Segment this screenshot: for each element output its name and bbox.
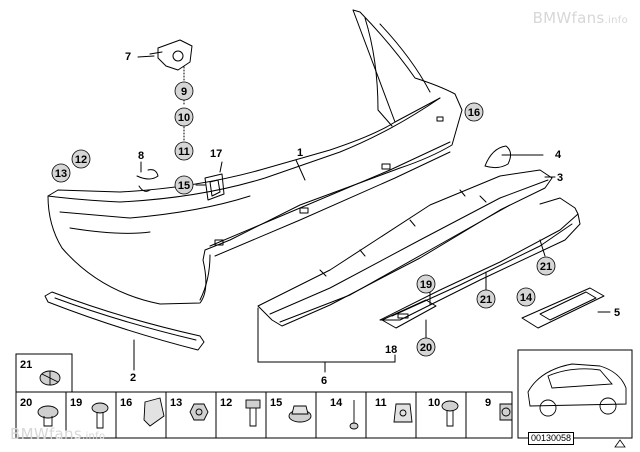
cell-label-20: 20 [20, 397, 32, 409]
callout-13: 13 [55, 168, 67, 180]
hardware-strip [15, 349, 633, 439]
tow-hook-cap-part [484, 145, 512, 169]
callout-8: 8 [138, 150, 144, 162]
callout-19: 19 [420, 279, 432, 291]
car-thumbnail-icon [527, 363, 627, 417]
speed-nut-11-icon [393, 403, 413, 423]
cell-label-13: 13 [170, 397, 182, 409]
watermark-suffix-bottom: .info [81, 431, 106, 442]
callout-9: 9 [181, 86, 187, 98]
callout-18: 18 [385, 344, 397, 356]
callout-21-upper: 21 [540, 261, 552, 273]
callout-16: 16 [468, 107, 480, 119]
callout-10: 10 [178, 112, 190, 124]
callout-20: 20 [420, 342, 432, 354]
callout-15: 15 [178, 180, 190, 192]
cell-label-11: 11 [375, 397, 387, 409]
cell-label-10: 10 [428, 397, 440, 409]
screw-14-icon [349, 400, 359, 430]
callout-6: 6 [321, 375, 327, 387]
rivet-20-icon [37, 405, 59, 427]
washer-screw-10-icon [441, 400, 459, 427]
callout-21-lower: 21 [480, 294, 492, 306]
callout-3: 3 [557, 172, 563, 184]
circled-callouts [51, 81, 556, 357]
rivet-21-icon [39, 370, 61, 386]
bumper-carrier-part [257, 169, 553, 327]
callout-11: 11 [178, 146, 190, 158]
watermark-brand: BMWfans [532, 9, 605, 27]
clip-part [149, 39, 193, 71]
cell-label-12: 12 [220, 397, 232, 409]
screw-19-icon [91, 402, 109, 429]
flange-nut-15-icon [288, 405, 312, 423]
corner-triangle-icon [614, 439, 626, 448]
bumper-cover-part [47, 9, 463, 305]
callout-12: 12 [75, 154, 87, 166]
diagram-code: 00130058 [528, 432, 575, 445]
bolt-12-icon [245, 399, 261, 427]
small-bracket-part [381, 299, 437, 329]
watermark-brand-bottom: BMWfans [10, 425, 82, 443]
hook-part [136, 169, 159, 192]
cell-label-21: 21 [20, 359, 32, 371]
callout-5: 5 [614, 307, 620, 319]
callout-1: 1 [297, 147, 303, 159]
cell-label-19: 19 [70, 397, 82, 409]
callout-4: 4 [555, 149, 562, 161]
cell-label-15: 15 [270, 397, 282, 409]
reflector-part [204, 173, 225, 201]
callout-17: 17 [210, 148, 222, 160]
watermark-suffix: .info [604, 15, 628, 26]
mounting-plate-part [521, 287, 605, 329]
cell-label-9: 9 [485, 397, 491, 409]
watermark-top: BMWfans.info [533, 9, 628, 27]
cell-label-16: 16 [120, 397, 132, 409]
cell-label-14: 14 [330, 397, 343, 409]
watermark-bottom: BMWfans.info [10, 425, 105, 443]
plain-callouts: 7 8 17 1 4 3 5 18 2 6 [125, 51, 620, 387]
nut-13-icon [189, 403, 209, 421]
lower-trim-strip-part [44, 291, 205, 351]
callout-7: 7 [125, 51, 131, 63]
clip-16-icon [143, 397, 165, 427]
nut-9-icon [499, 403, 513, 421]
callout-14: 14 [520, 292, 533, 304]
callout-2: 2 [130, 372, 136, 384]
